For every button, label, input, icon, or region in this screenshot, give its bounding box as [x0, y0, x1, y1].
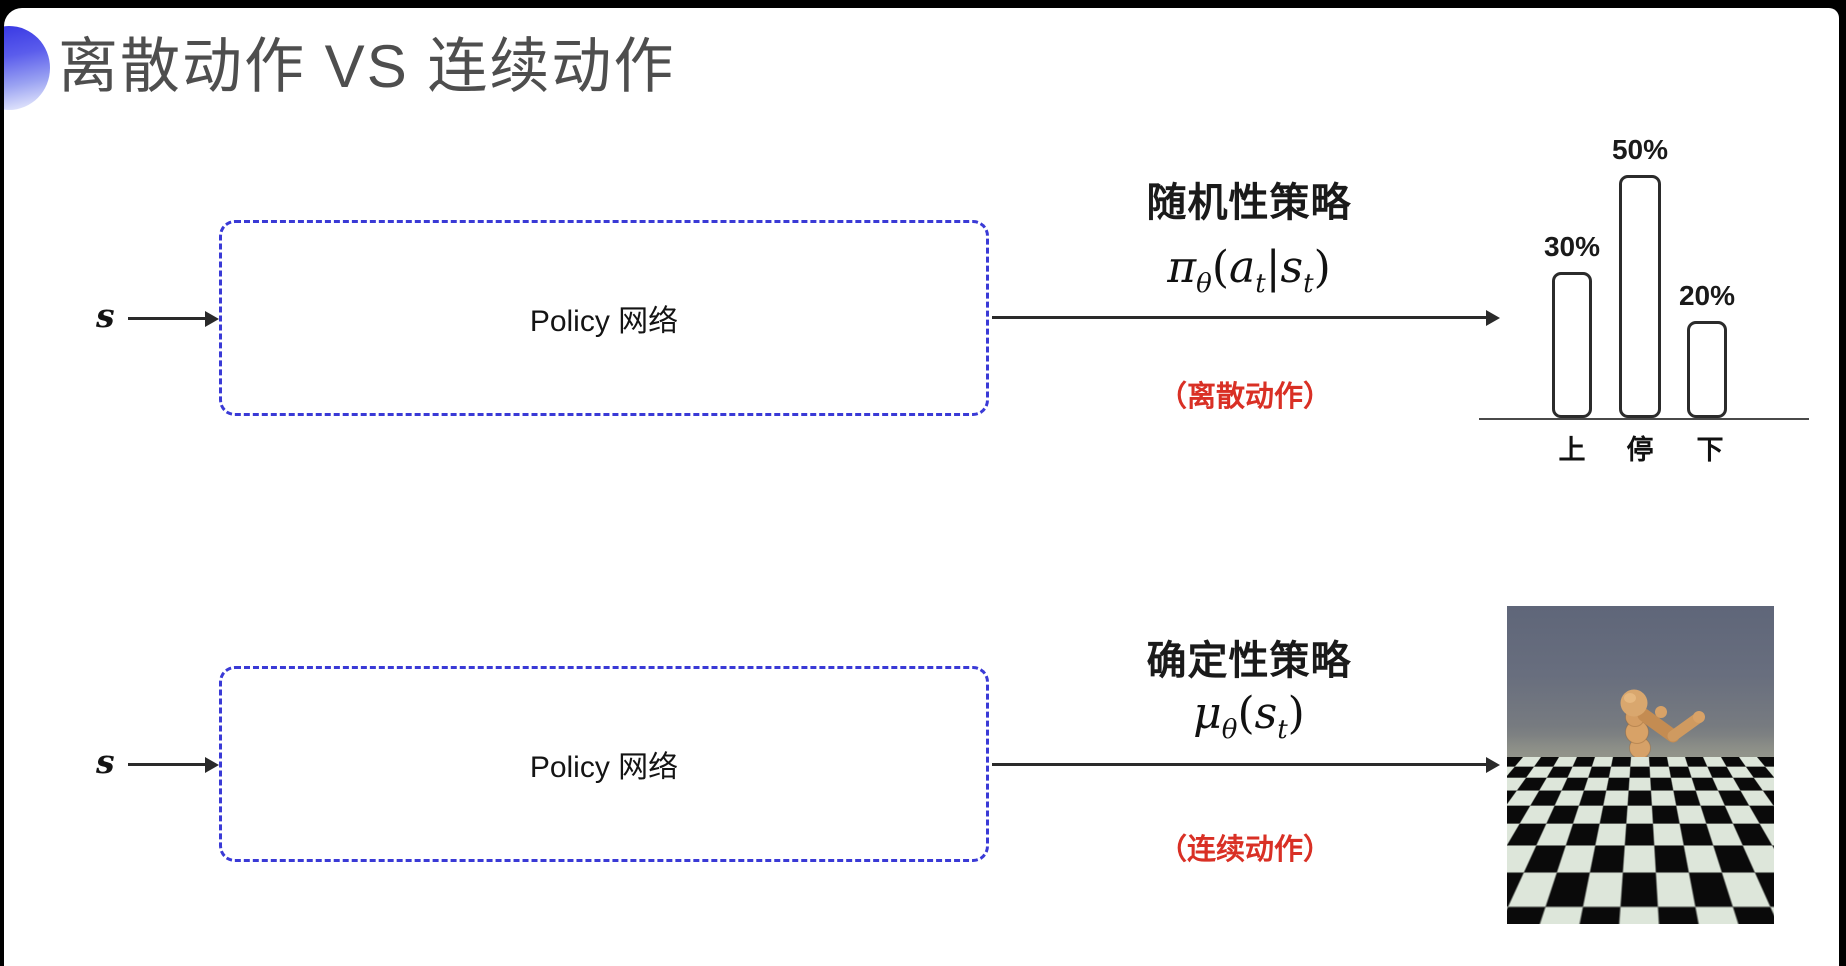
robot-front-foot: [1586, 831, 1604, 849]
formula-arg1-sub: t: [1255, 268, 1266, 299]
robot-shadow: [1611, 858, 1699, 870]
policy-network-box-1: Policy 网络: [219, 220, 989, 416]
bar-stop: [1619, 175, 1661, 418]
formula-arg2: s: [1280, 242, 1304, 293]
formula-symbol-sub: θ: [1196, 268, 1212, 299]
state-input-label: s: [96, 742, 115, 781]
robot-shoulder: [1655, 706, 1667, 718]
robot-hand: [1693, 711, 1705, 723]
bar-up: [1552, 272, 1592, 418]
formula-symbol: π: [1167, 242, 1197, 293]
robot-upper-arm: [1637, 708, 1680, 743]
policy-box-label-2: Policy 网络: [529, 751, 679, 784]
bar-group-down: 20%: [1679, 280, 1735, 418]
formula-arg1: a: [1229, 242, 1256, 293]
formula-arg2-sub: t: [1303, 268, 1314, 299]
floor-reflection: [1633, 876, 1681, 912]
action-type-label-continuous: （连续动作）: [1157, 834, 1332, 866]
action-type-label-discrete: （离散动作）: [1157, 381, 1332, 413]
policy-network-box-2: Policy 网络: [219, 666, 989, 862]
formula-close-paren: ): [1287, 688, 1305, 739]
humanoid-robot-figure: [1559, 689, 1705, 912]
bar-value-label: 20%: [1678, 280, 1736, 311]
deterministic-policy-title: 确定性策略: [1146, 639, 1352, 683]
bar-group-up: 30%: [1544, 231, 1600, 418]
robot-rear-thigh: [1640, 779, 1677, 826]
robot-head: [1620, 689, 1648, 717]
formula-arg1: s: [1254, 688, 1278, 739]
title-bullet-icon: [4, 26, 50, 110]
formula-open-paren: (: [1237, 688, 1255, 739]
chart-baseline: [1479, 418, 1809, 420]
slide-title: 离散动作 VS 连续动作: [58, 33, 676, 100]
humanoid-robot-image: [1507, 606, 1774, 924]
deterministic-policy-formula: μθ(st): [1099, 688, 1399, 745]
bar-value-label: 30%: [1543, 231, 1601, 262]
robot-front-shin: [1592, 834, 1650, 852]
arrow-policy-to-chart: [992, 316, 1487, 319]
stochastic-policy-title: 随机性策略: [1146, 181, 1352, 225]
slide: 离散动作 VS 连续动作 s Policy 网络 随机性策略 πθ(at|st)…: [4, 8, 1839, 966]
bar-group-stop: 50%: [1612, 134, 1668, 418]
bar-down: [1687, 321, 1727, 418]
stochastic-policy-formula: πθ(at|st): [1099, 242, 1399, 299]
formula-close-paren: ): [1313, 242, 1331, 293]
robot-forearm: [1667, 712, 1704, 742]
action-probability-chart: 30% 50% 20%: [1479, 126, 1809, 420]
robot-rear-shin: [1648, 813, 1676, 852]
arrow-state-to-policy-1: [128, 317, 206, 320]
formula-arg1-sub: t: [1277, 714, 1288, 745]
formula-open-paren: (: [1211, 242, 1229, 293]
formula-bar: |: [1265, 242, 1281, 293]
policy-box-label-1: Policy 网络: [529, 305, 679, 338]
formula-symbol-sub: θ: [1221, 714, 1238, 745]
arrow-state-to-policy-2: [128, 763, 206, 766]
arrow-policy-to-robot: [992, 763, 1487, 766]
state-input-label: s: [96, 296, 115, 335]
category-label-up: 上: [1558, 435, 1586, 465]
bar-value-label: 50%: [1611, 134, 1669, 165]
robot-front-thigh: [1631, 769, 1654, 846]
category-label-stop: 停: [1626, 435, 1654, 465]
formula-symbol: μ: [1193, 688, 1222, 739]
category-label-down: 下: [1696, 435, 1724, 465]
